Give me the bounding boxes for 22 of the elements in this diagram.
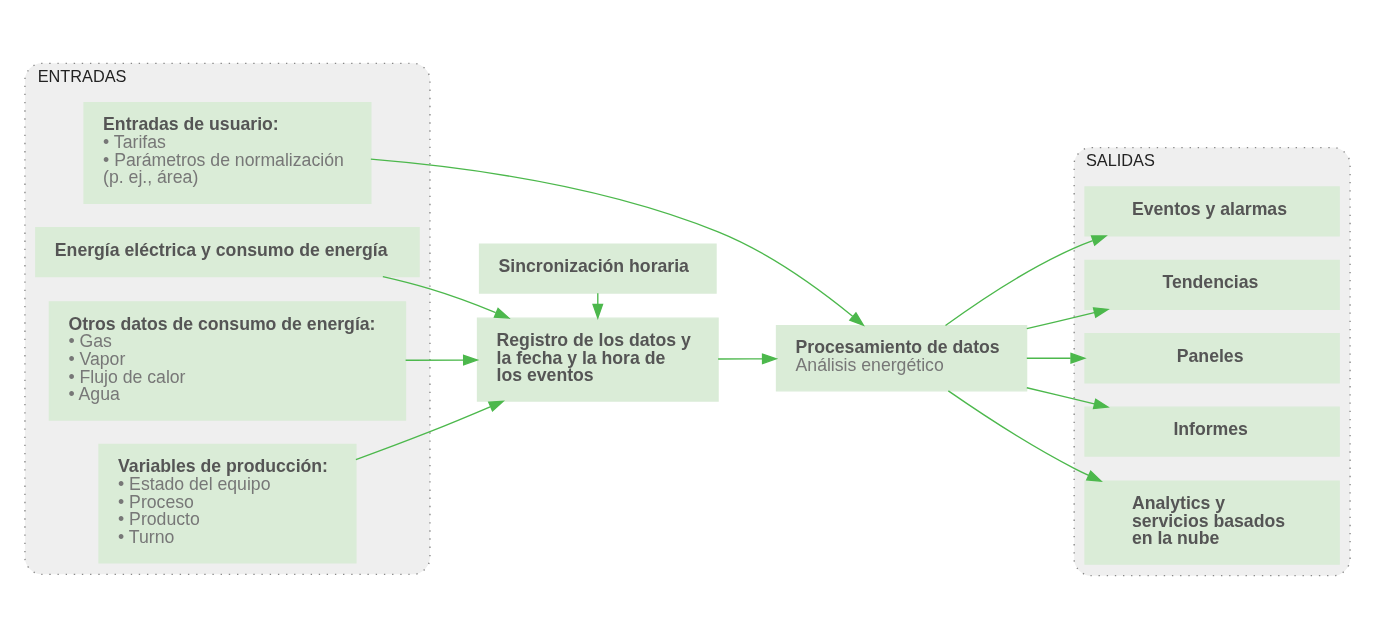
arrow [1026, 352, 1087, 364]
node-box: Registro de los datos y la fecha y la hora de los eventos [476, 316, 719, 402]
node-box: Analytics y servicios basados en la nube [1084, 480, 1340, 565]
arrow [717, 352, 779, 365]
arrow [944, 234, 1108, 326]
node-box: Tendencias [1084, 259, 1340, 310]
node-box: Entradas de usuario: • Tarifas • Parámetros de normalización (p. ej., área) [83, 101, 372, 204]
arrow [1026, 386, 1110, 409]
node-box: Otros datos de consumo de energía: • Gas • Vapor • Flujo de calor • Agua [48, 300, 407, 421]
arrow [1026, 306, 1110, 329]
node-box: Procesamiento de datos Análisis energético [775, 324, 1028, 392]
node-box: Variables de producción: • Estado del equipo • Proceso • Producto • Turno [98, 443, 357, 563]
arrow [947, 389, 1103, 482]
arrow [370, 158, 865, 326]
node-box: Eventos y alarmas [1084, 185, 1340, 237]
node-box: Energía eléctrica y consumo de energía [35, 226, 420, 277]
node-box: Paneles [1084, 332, 1340, 383]
arrow [355, 399, 505, 460]
node-box: Informes [1084, 406, 1340, 457]
node-box: Sincronización horaria [478, 242, 717, 294]
arrow [404, 353, 480, 366]
arrow [382, 275, 511, 319]
